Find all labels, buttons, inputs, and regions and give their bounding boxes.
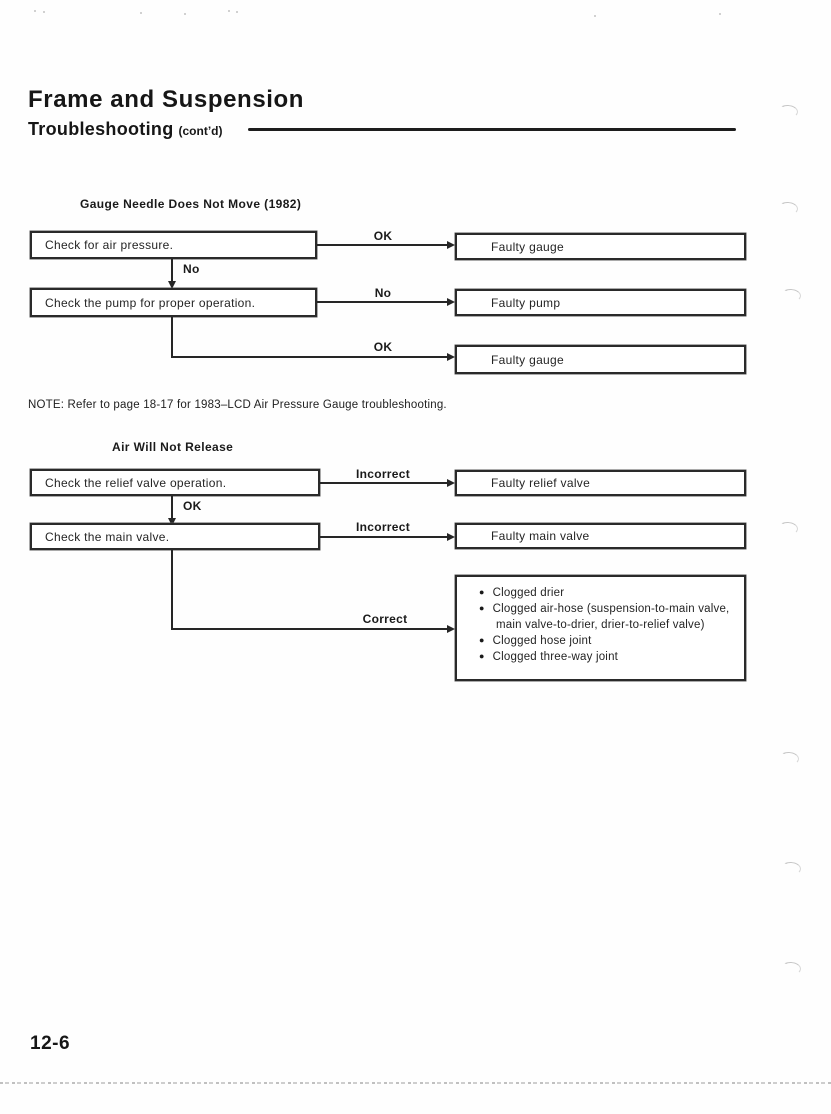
section-title-suffix: (cont’d): [178, 124, 223, 138]
flowchart1-check-air-pressure-box: Check for air pressure.: [30, 231, 317, 259]
flowchart2-check-main-valve-box: Check the main valve.: [30, 523, 320, 550]
cause-item: Clogged hose joint: [479, 633, 734, 649]
causes-list: Clogged drierClogged air-hose (suspensio…: [479, 585, 734, 665]
flowchart1-heading: Gauge Needle Does Not Move (1982): [80, 197, 302, 211]
flowchart2-arrow1-head-icon: [447, 479, 455, 487]
scan-squiggle: [780, 961, 802, 976]
flowchart1-check-pump-box: Check the pump for proper operation.: [30, 288, 317, 317]
scan-squiggle: [777, 104, 799, 119]
flowchart1-faulty-gauge-box: Faulty gauge: [455, 233, 746, 260]
scan-dot: [594, 15, 596, 17]
scan-squiggle: [777, 521, 799, 536]
scan-scratch-line: [0, 1082, 831, 1084]
flowchart2-down-label: OK: [183, 499, 202, 513]
flowchart2-arrow1-line: [320, 482, 447, 484]
flowchart1-arrow2-label: No: [374, 286, 392, 300]
flowchart2-down-arrow-head-icon: [168, 518, 176, 526]
flowchart2-elbow-arrow-head-icon: [447, 625, 455, 633]
scan-dot: [719, 13, 721, 15]
flowchart1-down-label: No: [183, 262, 200, 276]
note-text: NOTE: Refer to page 18-17 for 1983–LCD A…: [28, 399, 447, 411]
flowchart1-elbow-label: OK: [373, 340, 393, 354]
page-number: 12-6: [30, 1033, 71, 1054]
page-title: Frame and Suspension: [28, 86, 305, 113]
cause-item: Clogged drier: [479, 585, 734, 601]
flowchart2-causes-box: Clogged drierClogged air-hose (suspensio…: [455, 575, 746, 681]
scan-squiggle: [778, 751, 800, 766]
cause-item: Clogged air-hose (suspension-to-main val…: [479, 601, 734, 633]
flowchart1-down-line: [171, 259, 173, 283]
scan-squiggle: [780, 861, 802, 876]
flowchart1-elbow-arrow-head-icon: [447, 353, 455, 361]
section-title-row: Troubleshooting (cont’d): [28, 119, 223, 140]
flowchart2-arrow2-label: Incorrect: [355, 520, 411, 534]
flowchart2-elbow-stem: [171, 550, 173, 630]
scan-dot: [184, 13, 186, 15]
flowchart2-faulty-relief-valve-box: Faulty relief valve: [455, 470, 746, 496]
section-title: Troubleshooting: [28, 119, 174, 139]
scan-squiggle: [777, 201, 799, 216]
cause-item: Clogged three-way joint: [479, 649, 734, 665]
flowchart2-check-relief-valve-box: Check the relief valve operation.: [30, 469, 320, 496]
flowchart2-arrow1-label: Incorrect: [355, 467, 411, 481]
flowchart1-down-arrow-head-icon: [168, 281, 176, 289]
flowchart1-arrow2-line: [317, 301, 447, 303]
flowchart1-faulty-pump-box: Faulty pump: [455, 289, 746, 316]
flowchart2-heading: Air Will Not Release: [112, 440, 234, 454]
scan-dot: [236, 11, 238, 13]
header-rule: [248, 128, 736, 131]
flowchart1-faulty-gauge2-box: Faulty gauge: [455, 345, 746, 374]
flowchart1-arrow1-head-icon: [447, 241, 455, 249]
flowchart1-arrow1-line: [317, 244, 447, 246]
flowchart2-arrow2-head-icon: [447, 533, 455, 541]
flowchart2-elbow-label: Correct: [362, 612, 408, 626]
scan-dot: [140, 12, 142, 14]
flowchart1-elbow-line: [171, 356, 447, 358]
scan-dot: [228, 10, 230, 12]
scan-dot: [34, 10, 36, 12]
flowchart2-arrow2-line: [320, 536, 447, 538]
flowchart1-arrow1-label: OK: [373, 229, 393, 243]
flowchart2-elbow-line: [171, 628, 447, 630]
flowchart2-down-line: [171, 496, 173, 520]
flowchart1-arrow2-head-icon: [447, 298, 455, 306]
scan-squiggle: [780, 288, 802, 303]
flowchart1-elbow-stem: [171, 317, 173, 358]
flowchart2-faulty-main-valve-box: Faulty main valve: [455, 523, 746, 549]
scan-dot: [43, 11, 45, 13]
